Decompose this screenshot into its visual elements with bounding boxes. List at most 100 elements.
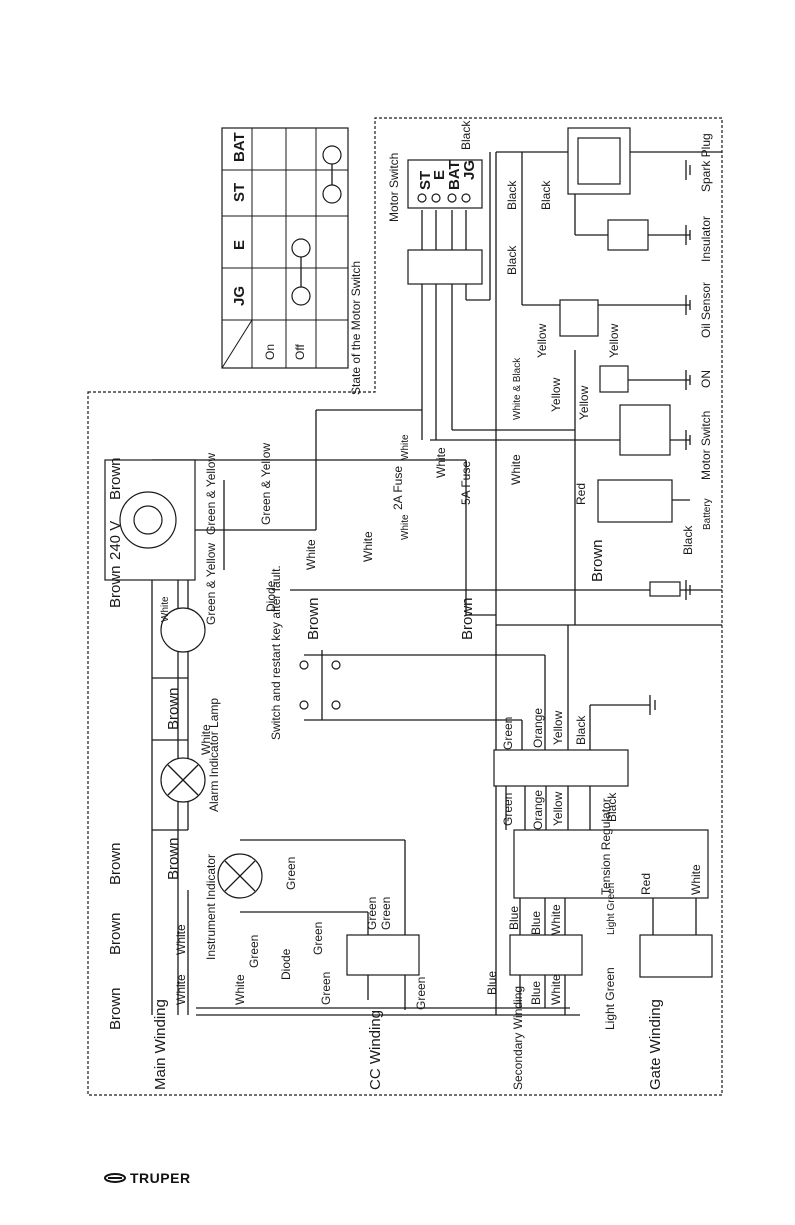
label-black-6: Black: [574, 715, 588, 745]
socket-240v: [104, 459, 196, 581]
instrument-indicator-component: [217, 853, 263, 899]
label-yellow-2: Yellow: [607, 323, 621, 358]
label-white-12: White: [689, 864, 703, 895]
label-tension-regulator: Tension Regulator: [599, 798, 613, 895]
label-alarm-lamp: Alarm Indicator Lamp: [207, 698, 221, 812]
motor-switch-component: [407, 159, 483, 285]
label-green-9: Green: [501, 793, 515, 826]
label-motor-switch: Motor Switch: [387, 153, 401, 222]
tension-regulator-component: [513, 829, 709, 899]
label-motor-switch-2: Motor Switch: [699, 411, 713, 480]
label-brown-1: Brown: [589, 539, 606, 582]
label-yellow-3: Yellow: [549, 377, 563, 412]
label-brown-9: Brown: [107, 912, 124, 955]
label-blue-1: Blue: [507, 906, 521, 930]
table-col-st: ST: [231, 183, 248, 202]
label-orange-2: Orange: [531, 790, 545, 830]
label-blue-4: Blue: [529, 981, 543, 1005]
truper-logo: TRUPER: [104, 1170, 191, 1186]
wiring: [151, 151, 722, 1016]
label-green-2: Green: [247, 935, 261, 968]
label-gy-3: Green & Yellow: [204, 543, 218, 625]
label-black-7: Black: [605, 792, 619, 822]
label-switch-restart: Switch and restart key after fault.: [269, 565, 283, 740]
label-fuse-2a: 2A Fuse: [391, 466, 405, 510]
alarm-lamp-component: [160, 757, 206, 803]
label-white-1: White: [400, 434, 411, 460]
label-white-13: White: [549, 904, 563, 935]
label-yellow-6: Yellow: [551, 791, 565, 826]
truper-logo-icon: [104, 1173, 126, 1183]
label-green-5: Green: [365, 897, 379, 930]
label-main-winding: Main Winding: [152, 999, 169, 1090]
table-col-e: E: [231, 240, 248, 250]
label-orange-1: Orange: [531, 708, 545, 748]
label-brown-5: Brown: [459, 597, 476, 640]
label-brown-4: Brown: [305, 597, 322, 640]
label-black-3: Black: [539, 180, 553, 210]
label-on: ON: [699, 370, 713, 388]
label-spark-plug: Spark Plug: [699, 133, 713, 192]
label-blue-3: Blue: [485, 971, 499, 995]
label-brown-7: Brown: [107, 842, 124, 885]
switch-restart-component: [299, 650, 341, 720]
label-white-14: White: [549, 974, 563, 1005]
label-red-2: Red: [639, 873, 653, 895]
table-col-bat: BAT: [231, 132, 248, 162]
label-brown-8: Brown: [165, 837, 182, 880]
regulator-connector: [493, 749, 629, 787]
label-insulator: Insulator: [699, 216, 713, 262]
brand-name: TRUPER: [130, 1170, 191, 1186]
label-240v: 240 V: [107, 521, 124, 560]
table-row-off: Off: [293, 344, 307, 360]
table-title: State of the Motor Switch: [349, 261, 363, 395]
motor-switch-term-st: ST: [417, 171, 434, 190]
label-battery: Battery: [702, 498, 713, 530]
label-light-green-2: Light Green: [603, 967, 617, 1030]
label-black-1: Black: [459, 120, 473, 150]
ground-symbols: [649, 160, 691, 715]
label-red-1: Red: [574, 483, 588, 505]
label-white-8: White: [199, 724, 213, 755]
label-green-1: Green: [284, 857, 298, 890]
meter-component: [160, 607, 206, 653]
winding-blocks: [346, 934, 713, 978]
label-yellow-4: Yellow: [577, 385, 591, 420]
label-green-7: Green: [414, 977, 428, 1010]
motor-switch-term-e: E: [431, 170, 448, 180]
label-gate-winding: Gate Winding: [647, 999, 664, 1090]
label-blue-2: Blue: [529, 911, 543, 935]
label-green-8: Green: [501, 717, 515, 750]
generator-enclosure: [87, 117, 723, 1096]
label-yellow-5: Yellow: [551, 710, 565, 745]
label-white-4: White: [400, 514, 411, 540]
spark-plug-component: [559, 127, 681, 597]
label-gy-1: Green & Yellow: [204, 453, 218, 535]
motor-switch-term-jg: JG: [461, 160, 478, 180]
motor-switch-term-bat: BAT: [446, 160, 463, 190]
label-white-3: White: [509, 454, 523, 485]
table-col-jg: JG: [231, 286, 248, 306]
label-white-9: White: [174, 924, 188, 955]
label-oil-sensor: Oil Sensor: [699, 282, 713, 338]
label-white-black: White & Black: [512, 357, 523, 420]
label-gy-2: Green & Yellow: [259, 443, 273, 525]
label-cc-winding: CC Winding: [367, 1010, 384, 1090]
label-white-11: White: [174, 974, 188, 1005]
label-yellow-1: Yellow: [535, 323, 549, 358]
label-diode-2: Diode: [279, 948, 293, 980]
label-diode: Diode: [264, 580, 278, 612]
switch-table: [221, 127, 349, 369]
label-brown-6: Brown: [165, 687, 182, 730]
label-brown-10: Brown: [107, 987, 124, 1030]
label-black-4: Black: [505, 245, 519, 275]
label-white-10: White: [233, 974, 247, 1005]
label-fuse-5a: 5A Fuse: [459, 461, 473, 505]
label-black-5: Black: [681, 525, 695, 555]
label-green-4: Green: [319, 972, 333, 1005]
label-brown-3: Brown: [107, 565, 124, 608]
label-secondary-winding: Secondary Winding: [511, 986, 525, 1090]
label-white-2: White: [434, 447, 448, 478]
label-white-5: White: [361, 531, 375, 562]
label-light-green-1: Light Green: [606, 883, 617, 935]
